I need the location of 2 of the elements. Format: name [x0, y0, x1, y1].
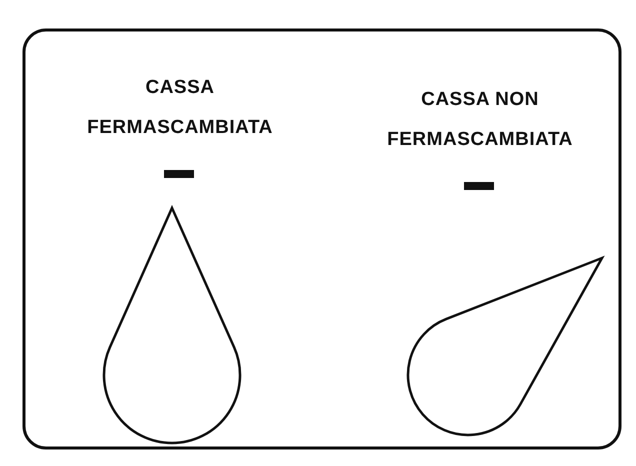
indicator-label: CASSA NON FERMASCAMBIATA: [386, 88, 574, 152]
indicator-label: CASSA FERMASCAMBIATA: [86, 76, 274, 140]
